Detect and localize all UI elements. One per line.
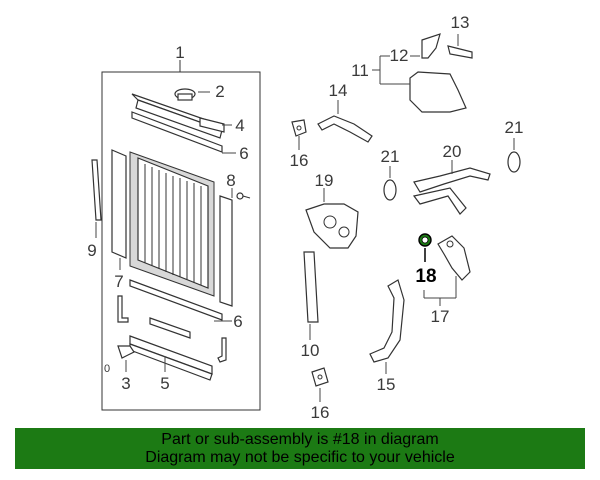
lower-radiator-hose[interactable]: [369, 279, 405, 363]
callout-2: 2: [215, 82, 224, 101]
callout-14: 14: [329, 81, 348, 100]
reservoir-bracket-lines: [372, 34, 459, 85]
callout-19: 19: [315, 171, 334, 190]
callout-9: 9: [87, 241, 96, 260]
callout-4: 4: [235, 116, 244, 135]
overflow-hose[interactable]: [447, 45, 473, 59]
radiator-leader-lines: [95, 91, 236, 372]
callout-6-top: 6: [239, 144, 248, 163]
callout-21-right: 21: [505, 118, 524, 137]
radiator-cap[interactable]: [174, 88, 196, 101]
drain-cock[interactable]: [117, 345, 135, 359]
bracket-left[interactable]: [117, 295, 129, 323]
callout-15: 15: [377, 375, 396, 394]
callout-6-bottom: 6: [233, 312, 242, 331]
reservoir-cap[interactable]: [421, 33, 441, 59]
o-ring-left[interactable]: [383, 179, 397, 201]
callout-17: 17: [431, 307, 450, 326]
callout-8: 8: [226, 171, 235, 190]
lower-strip[interactable]: [129, 279, 223, 321]
thermostat-housing[interactable]: [305, 203, 359, 249]
water-inlet-bottom[interactable]: [311, 367, 329, 387]
callout-16-bottom: 16: [311, 403, 330, 422]
callout-7: 7: [114, 272, 123, 291]
o-ring-right[interactable]: [507, 151, 521, 173]
callout-10: 10: [301, 341, 320, 360]
part-17-leader: [423, 276, 457, 306]
upper-strip[interactable]: [131, 111, 223, 153]
upper-seal[interactable]: [199, 117, 225, 133]
part-18-gasket[interactable]: [418, 233, 432, 247]
bracket-right[interactable]: [217, 337, 227, 363]
banner-line-1: Part or sub-assembly is #18 in diagram: [161, 431, 439, 448]
water-bypass-pipe[interactable]: [412, 167, 491, 215]
right-side-support[interactable]: [219, 195, 233, 307]
radiator-assembly-box: [101, 71, 261, 411]
bolt[interactable]: [236, 192, 251, 200]
callout-0: 0: [104, 363, 110, 375]
callout-18-highlight: 18: [415, 266, 436, 287]
water-inlet-top[interactable]: [291, 119, 307, 137]
callout-20: 20: [443, 142, 462, 161]
info-banner: Part or sub-assembly is #18 in diagram D…: [15, 428, 585, 469]
callout-1: 1: [175, 43, 184, 62]
callout-12: 12: [390, 46, 409, 65]
callout-5: 5: [160, 374, 169, 393]
water-outlet-17[interactable]: [437, 235, 471, 281]
callout-16-top: 16: [290, 151, 309, 170]
upper-radiator-hose[interactable]: [317, 115, 373, 143]
callout-3: 3: [121, 374, 130, 393]
banner-line-2: Diagram may not be specific to your vehi…: [145, 449, 455, 466]
seal-strip-10[interactable]: [303, 251, 319, 323]
callout-11: 11: [351, 61, 369, 80]
reservoir-tank[interactable]: [409, 71, 467, 113]
side-seal-strip[interactable]: [91, 159, 102, 221]
radiator-core-fins: [144, 164, 202, 285]
left-side-support[interactable]: [111, 149, 127, 259]
lower-strip-2[interactable]: [149, 317, 191, 339]
callout-21-left: 21: [381, 147, 400, 166]
radiator-lower-tank[interactable]: [129, 335, 213, 381]
radiator-core[interactable]: [129, 151, 215, 297]
callout-13: 13: [451, 13, 470, 32]
